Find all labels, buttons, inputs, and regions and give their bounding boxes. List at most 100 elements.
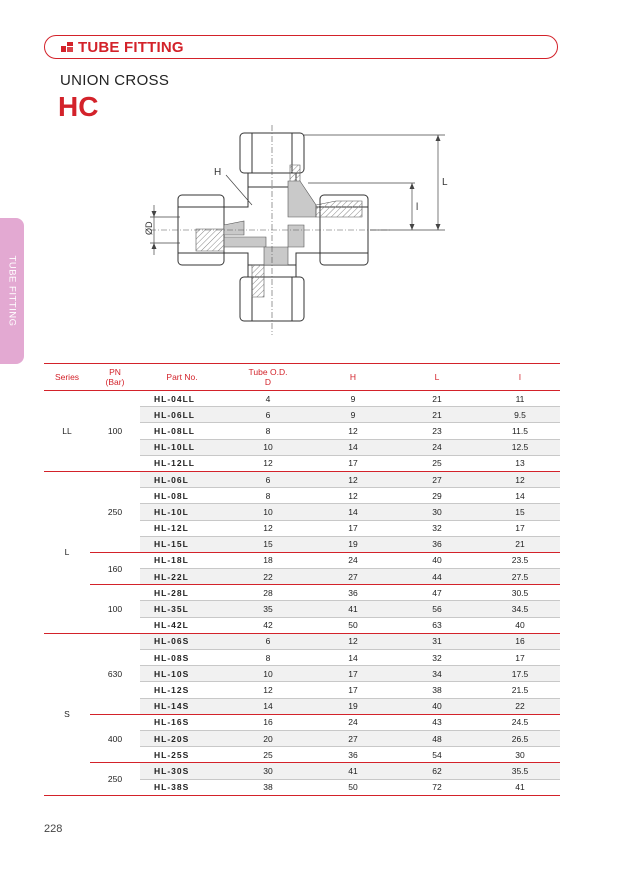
l-lower-cell: 41 <box>480 778 560 796</box>
l-lower-cell: 17 <box>480 519 560 537</box>
tube-od-cell: 38 <box>224 778 312 796</box>
tube-od-cell: 35 <box>224 600 312 618</box>
l-lower-cell: 12.5 <box>480 438 560 456</box>
dimension-table: Series PN (Bar) Part No. Tube O.D. D H L… <box>44 363 560 796</box>
col-pn: PN (Bar) <box>105 367 125 387</box>
h-cell: 19 <box>312 697 394 715</box>
l-upper-cell: 32 <box>394 648 480 666</box>
series-cell: S <box>44 632 90 796</box>
side-tab-label: TUBE FITTING <box>6 255 18 327</box>
product-code: HC <box>58 91 99 122</box>
tube-od-cell: 10 <box>224 665 312 682</box>
h-cell: 19 <box>312 535 394 553</box>
l-lower-cell: 17.5 <box>480 665 560 682</box>
h-cell: 36 <box>312 746 394 763</box>
h-cell: 9 <box>312 406 394 423</box>
l-upper-cell: 34 <box>394 665 480 682</box>
part-no-cell: HL-08S <box>140 648 224 666</box>
l-lower-cell: 30.5 <box>480 584 560 601</box>
pn-cell: 250 <box>90 470 140 553</box>
l-lower-cell: 21 <box>480 535 560 553</box>
l-upper-cell: 56 <box>394 600 480 618</box>
part-no-cell: HL-10L <box>140 503 224 520</box>
part-no-cell: HL-20S <box>140 729 224 747</box>
l-upper-cell: 44 <box>394 568 480 585</box>
h-cell: 41 <box>312 762 394 779</box>
table-header-row: Series PN (Bar) Part No. Tube O.D. D H L… <box>44 363 560 391</box>
series-cell: L <box>44 470 90 634</box>
col-tube-od: Tube O.D. D <box>248 367 288 387</box>
part-no-cell: HL-15L <box>140 535 224 553</box>
tube-od-cell: 10 <box>224 438 312 456</box>
h-cell: 9 <box>312 389 394 407</box>
l-lower-cell: 15 <box>480 503 560 520</box>
part-no-cell: HL-42L <box>140 616 224 634</box>
tube-od-cell: 12 <box>224 454 312 472</box>
part-no-cell: HL-04LL <box>140 389 224 407</box>
tube-od-cell: 30 <box>224 762 312 779</box>
l-upper-cell: 30 <box>394 503 480 520</box>
l-lower-cell: 22 <box>480 697 560 715</box>
tube-od-cell: 4 <box>224 389 312 407</box>
h-cell: 50 <box>312 616 394 634</box>
l-upper-cell: 29 <box>394 487 480 504</box>
l-upper-cell: 62 <box>394 762 480 779</box>
tube-od-cell: 6 <box>224 632 312 650</box>
part-no-cell: HL-25S <box>140 746 224 763</box>
l-upper-cell: 24 <box>394 438 480 456</box>
l-upper-cell: 21 <box>394 406 480 423</box>
h-cell: 12 <box>312 487 394 504</box>
l-upper-cell: 40 <box>394 697 480 715</box>
part-no-cell: HL-12L <box>140 519 224 537</box>
union-cross-drawing: H ØD L l <box>144 125 448 335</box>
l-upper-cell: 38 <box>394 681 480 699</box>
tube-od-cell: 8 <box>224 487 312 504</box>
col-series: Series <box>54 372 80 382</box>
tube-od-cell: 12 <box>224 519 312 537</box>
h-cell: 17 <box>312 665 394 682</box>
dim-l-long-label: L <box>442 177 448 188</box>
h-cell: 12 <box>312 470 394 488</box>
h-cell: 14 <box>312 503 394 520</box>
tube-od-cell: 22 <box>224 568 312 585</box>
l-lower-cell: 11 <box>480 389 560 407</box>
l-upper-cell: 72 <box>394 778 480 796</box>
h-cell: 12 <box>312 632 394 650</box>
l-lower-cell: 34.5 <box>480 600 560 618</box>
l-lower-cell: 26.5 <box>480 729 560 747</box>
l-lower-cell: 27.5 <box>480 568 560 585</box>
side-tab[interactable]: TUBE FITTING <box>0 218 24 364</box>
l-lower-cell: 17 <box>480 648 560 666</box>
l-upper-cell: 31 <box>394 632 480 650</box>
h-cell: 27 <box>312 729 394 747</box>
l-lower-cell: 40 <box>480 616 560 634</box>
tube-od-cell: 42 <box>224 616 312 634</box>
l-upper-cell: 27 <box>394 470 480 488</box>
section-title: TUBE FITTING <box>78 39 184 56</box>
tube-od-cell: 8 <box>224 422 312 440</box>
part-no-cell: HL-18L <box>140 551 224 569</box>
l-lower-cell: 11.5 <box>480 422 560 440</box>
l-upper-cell: 32 <box>394 519 480 537</box>
part-no-cell: HL-10LL <box>140 438 224 456</box>
h-cell: 50 <box>312 778 394 796</box>
